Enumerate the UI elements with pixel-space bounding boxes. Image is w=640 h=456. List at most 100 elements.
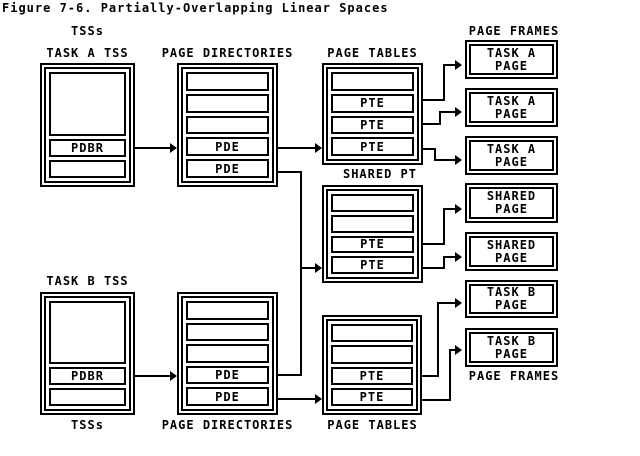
page-frame-label: TASK A [486, 93, 537, 108]
label-page-frames-top: PAGE FRAMES [468, 24, 560, 38]
connector-shared-pt-line [300, 267, 315, 269]
page-frame-label: TASK B [486, 333, 537, 348]
arrowhead-icon [455, 252, 462, 262]
connector-pte-a2-line [439, 111, 455, 113]
label-task-a-tss: TASK A TSS [46, 46, 129, 60]
page-table-a-pte-cell: PTE [331, 115, 414, 135]
figure-title: Figure 7-6. Partially-Overlapping Linear… [2, 1, 389, 15]
label-page-tables-top: PAGE TABLES [327, 46, 418, 60]
page-directory-a-row [186, 72, 269, 91]
label-task-b-tss: TASK B TSS [46, 274, 129, 288]
connector-pte-b1-line [422, 375, 439, 377]
label-page-frames-bottom: PAGE FRAMES [468, 369, 560, 383]
label-tsss-top: TSSs [71, 24, 104, 38]
label-page-tables-bottom: PAGE TABLES [327, 418, 418, 432]
page-table-b-row [331, 324, 413, 343]
page-frame-label: PAGE [495, 298, 528, 312]
connector-pte-b2-line [449, 349, 455, 351]
task-a-tss-box: PDBR [40, 63, 135, 187]
task-b-tss-box: PDBR [40, 292, 135, 415]
page-frame-label: PAGE [495, 346, 528, 361]
page-frame-task-a-2: TASK A PAGE [465, 88, 558, 127]
connector-pdbr-a-line [135, 147, 170, 149]
page-table-b-pte-cell: PTE [331, 366, 413, 385]
connector-pte-a3-line [423, 148, 436, 150]
page-directory-b-box: PDE PDE [177, 292, 278, 415]
arrowhead-icon [170, 143, 177, 153]
label-page-directories-top: PAGE DIRECTORIES [161, 46, 294, 60]
connector-shared-pte1-line [443, 208, 445, 245]
page-frame-label: TASK A [486, 45, 537, 60]
shared-page-table-box: PTE PTE [322, 185, 423, 283]
shared-page-table-pte-cell: PTE [331, 235, 414, 254]
connector-pdbr-b-line [135, 375, 170, 377]
page-directory-a-pde-cell: PDE [186, 159, 269, 178]
arrowhead-icon [455, 155, 462, 165]
page-frame-label: PAGE [495, 250, 528, 265]
connector-pte-a2-line [439, 111, 441, 125]
connector-pde-a1-line [278, 147, 315, 149]
connector-shared-pte1-line [443, 208, 455, 210]
page-frame-shared-2: SHARED PAGE [465, 232, 558, 271]
page-directory-b-pde-cell: PDE [186, 365, 269, 385]
page-frame-task-b-2: TASK B PAGE [465, 328, 558, 367]
shared-page-table-row [331, 214, 414, 233]
shared-page-table-row [331, 194, 414, 212]
task-b-pdbr-cell: PDBR [49, 367, 126, 385]
page-frame-task-b-1: TASK B PAGE [465, 280, 558, 318]
page-frame-label: PAGE [495, 202, 528, 216]
connector-shared-pte1-line [423, 243, 445, 245]
task-a-tss-body-cell [49, 72, 126, 136]
label-page-directories-bottom: PAGE DIRECTORIES [161, 418, 294, 432]
label-tsss-bottom: TSSs [71, 418, 104, 432]
page-table-a-box: PTE PTE PTE [322, 63, 423, 165]
page-table-b-pte-cell: PTE [331, 387, 413, 406]
arrowhead-icon [315, 143, 322, 153]
page-directory-b-row [186, 322, 269, 342]
page-directory-a-box: PDE PDE [177, 63, 278, 187]
connector-pte-a1-line [443, 64, 445, 101]
connector-pde-b1-line [278, 374, 302, 376]
page-table-b-box: PTE PTE [322, 315, 422, 415]
connector-pte-b1-line [437, 302, 455, 304]
connector-pte-a3-line [434, 159, 455, 161]
page-frame-shared-1: SHARED PAGE [465, 183, 558, 223]
connector-pde-a2-line [278, 171, 302, 173]
connector-pde-b2-line [278, 398, 315, 400]
page-table-a-pte-cell: PTE [331, 93, 414, 113]
connector-pte-a1-line [443, 64, 455, 66]
connector-shared-pte2-line [423, 267, 445, 269]
page-directory-a-row [186, 93, 269, 113]
arrowhead-icon [455, 345, 462, 355]
connector-shared-junction-line [300, 171, 302, 376]
arrowhead-icon [455, 204, 462, 214]
page-frame-label: PAGE [495, 106, 528, 121]
label-shared-pt: SHARED PT [342, 167, 418, 181]
connector-shared-pte2-line [443, 256, 445, 269]
arrowhead-icon [455, 60, 462, 70]
connector-shared-pte2-line [443, 256, 455, 258]
page-frame-label: TASK A [486, 141, 537, 156]
connector-pte-b1-line [437, 302, 439, 377]
shared-page-table-pte-cell: PTE [331, 256, 414, 274]
page-frame-task-a-1: TASK A PAGE [465, 40, 558, 79]
task-b-tss-body-cell [49, 301, 126, 364]
page-frame-label: SHARED [486, 237, 537, 252]
page-frame-label: TASK B [486, 285, 537, 299]
arrowhead-icon [315, 394, 322, 404]
connector-pte-a3-line [434, 148, 436, 161]
page-table-b-row [331, 345, 413, 364]
task-b-tss-empty-cell [49, 388, 126, 406]
page-directory-b-pde-cell: PDE [186, 387, 269, 406]
page-frame-label: PAGE [495, 154, 528, 169]
arrowhead-icon [170, 371, 177, 381]
connector-pte-a2-line [423, 123, 441, 125]
arrowhead-icon [455, 298, 462, 308]
connector-pte-a1-line [423, 99, 445, 101]
page-directory-b-row [186, 344, 269, 363]
task-a-pdbr-cell: PDBR [49, 139, 126, 157]
page-frame-label: SHARED [486, 189, 537, 203]
page-frame-label: PAGE [495, 58, 528, 73]
page-table-a-pte-cell: PTE [331, 137, 414, 156]
